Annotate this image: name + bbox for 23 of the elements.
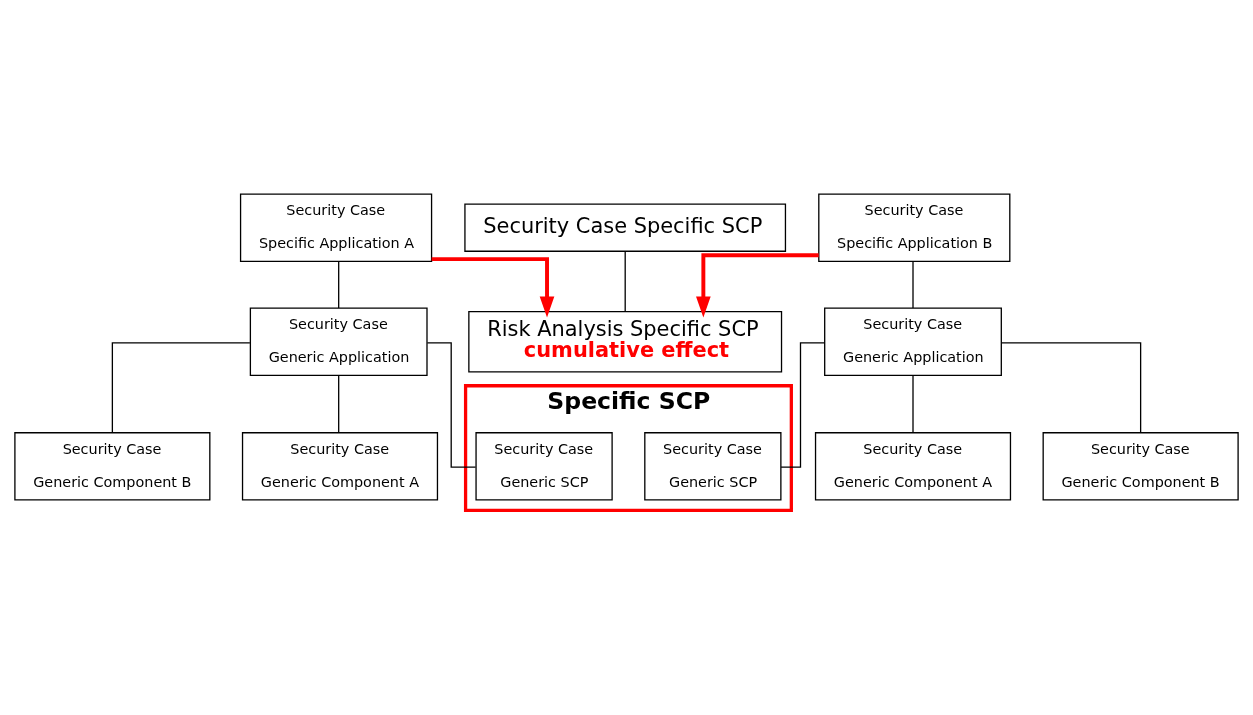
connector (338, 260, 340, 309)
connector (912, 260, 914, 309)
node-box: Security Case Generic Application (249, 307, 428, 377)
arrow (696, 253, 819, 318)
node-box: Security Case Generic Component A (241, 432, 439, 501)
connector (912, 375, 914, 434)
node-box: Risk Analysis Specific SCP cumulative effect (468, 311, 783, 373)
node-box: Security Case Generic Application (824, 307, 1002, 377)
node-box: Security Case Generic Component B (1042, 432, 1239, 501)
node-box: Security Case Generic Component B (14, 432, 211, 501)
node-box: Security Case Generic SCP (475, 432, 613, 501)
connector (338, 375, 340, 434)
connector (426, 342, 477, 468)
connector (780, 342, 825, 468)
connector (1001, 342, 1142, 434)
connector (624, 250, 626, 313)
node-box: Security Case Generic SCP (644, 432, 782, 501)
node-box: Security Case Specific Application B (818, 193, 1011, 262)
arrow (431, 257, 555, 318)
connector (111, 342, 251, 434)
node-box: Security Case Specific SCP (464, 203, 787, 252)
node-box: Security Case Specific Application A (239, 193, 433, 262)
node-box: Security Case Generic Component A (814, 432, 1012, 501)
